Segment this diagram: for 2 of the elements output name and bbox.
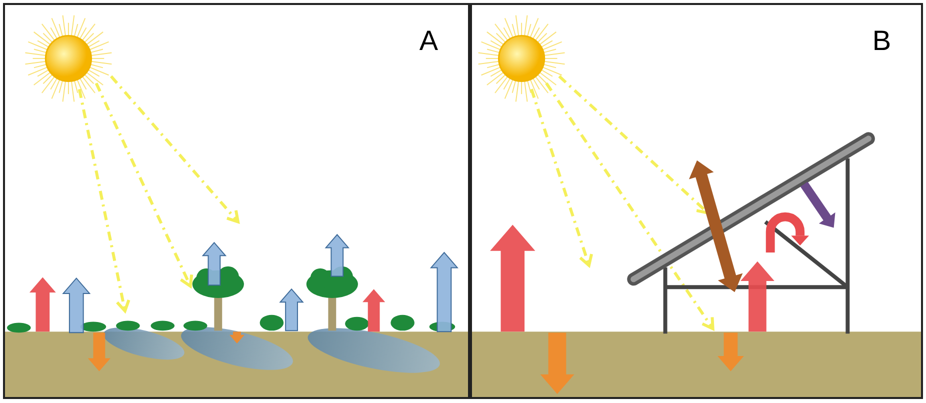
- panel-letter: A: [419, 27, 438, 55]
- panel-letter: B: [872, 27, 891, 55]
